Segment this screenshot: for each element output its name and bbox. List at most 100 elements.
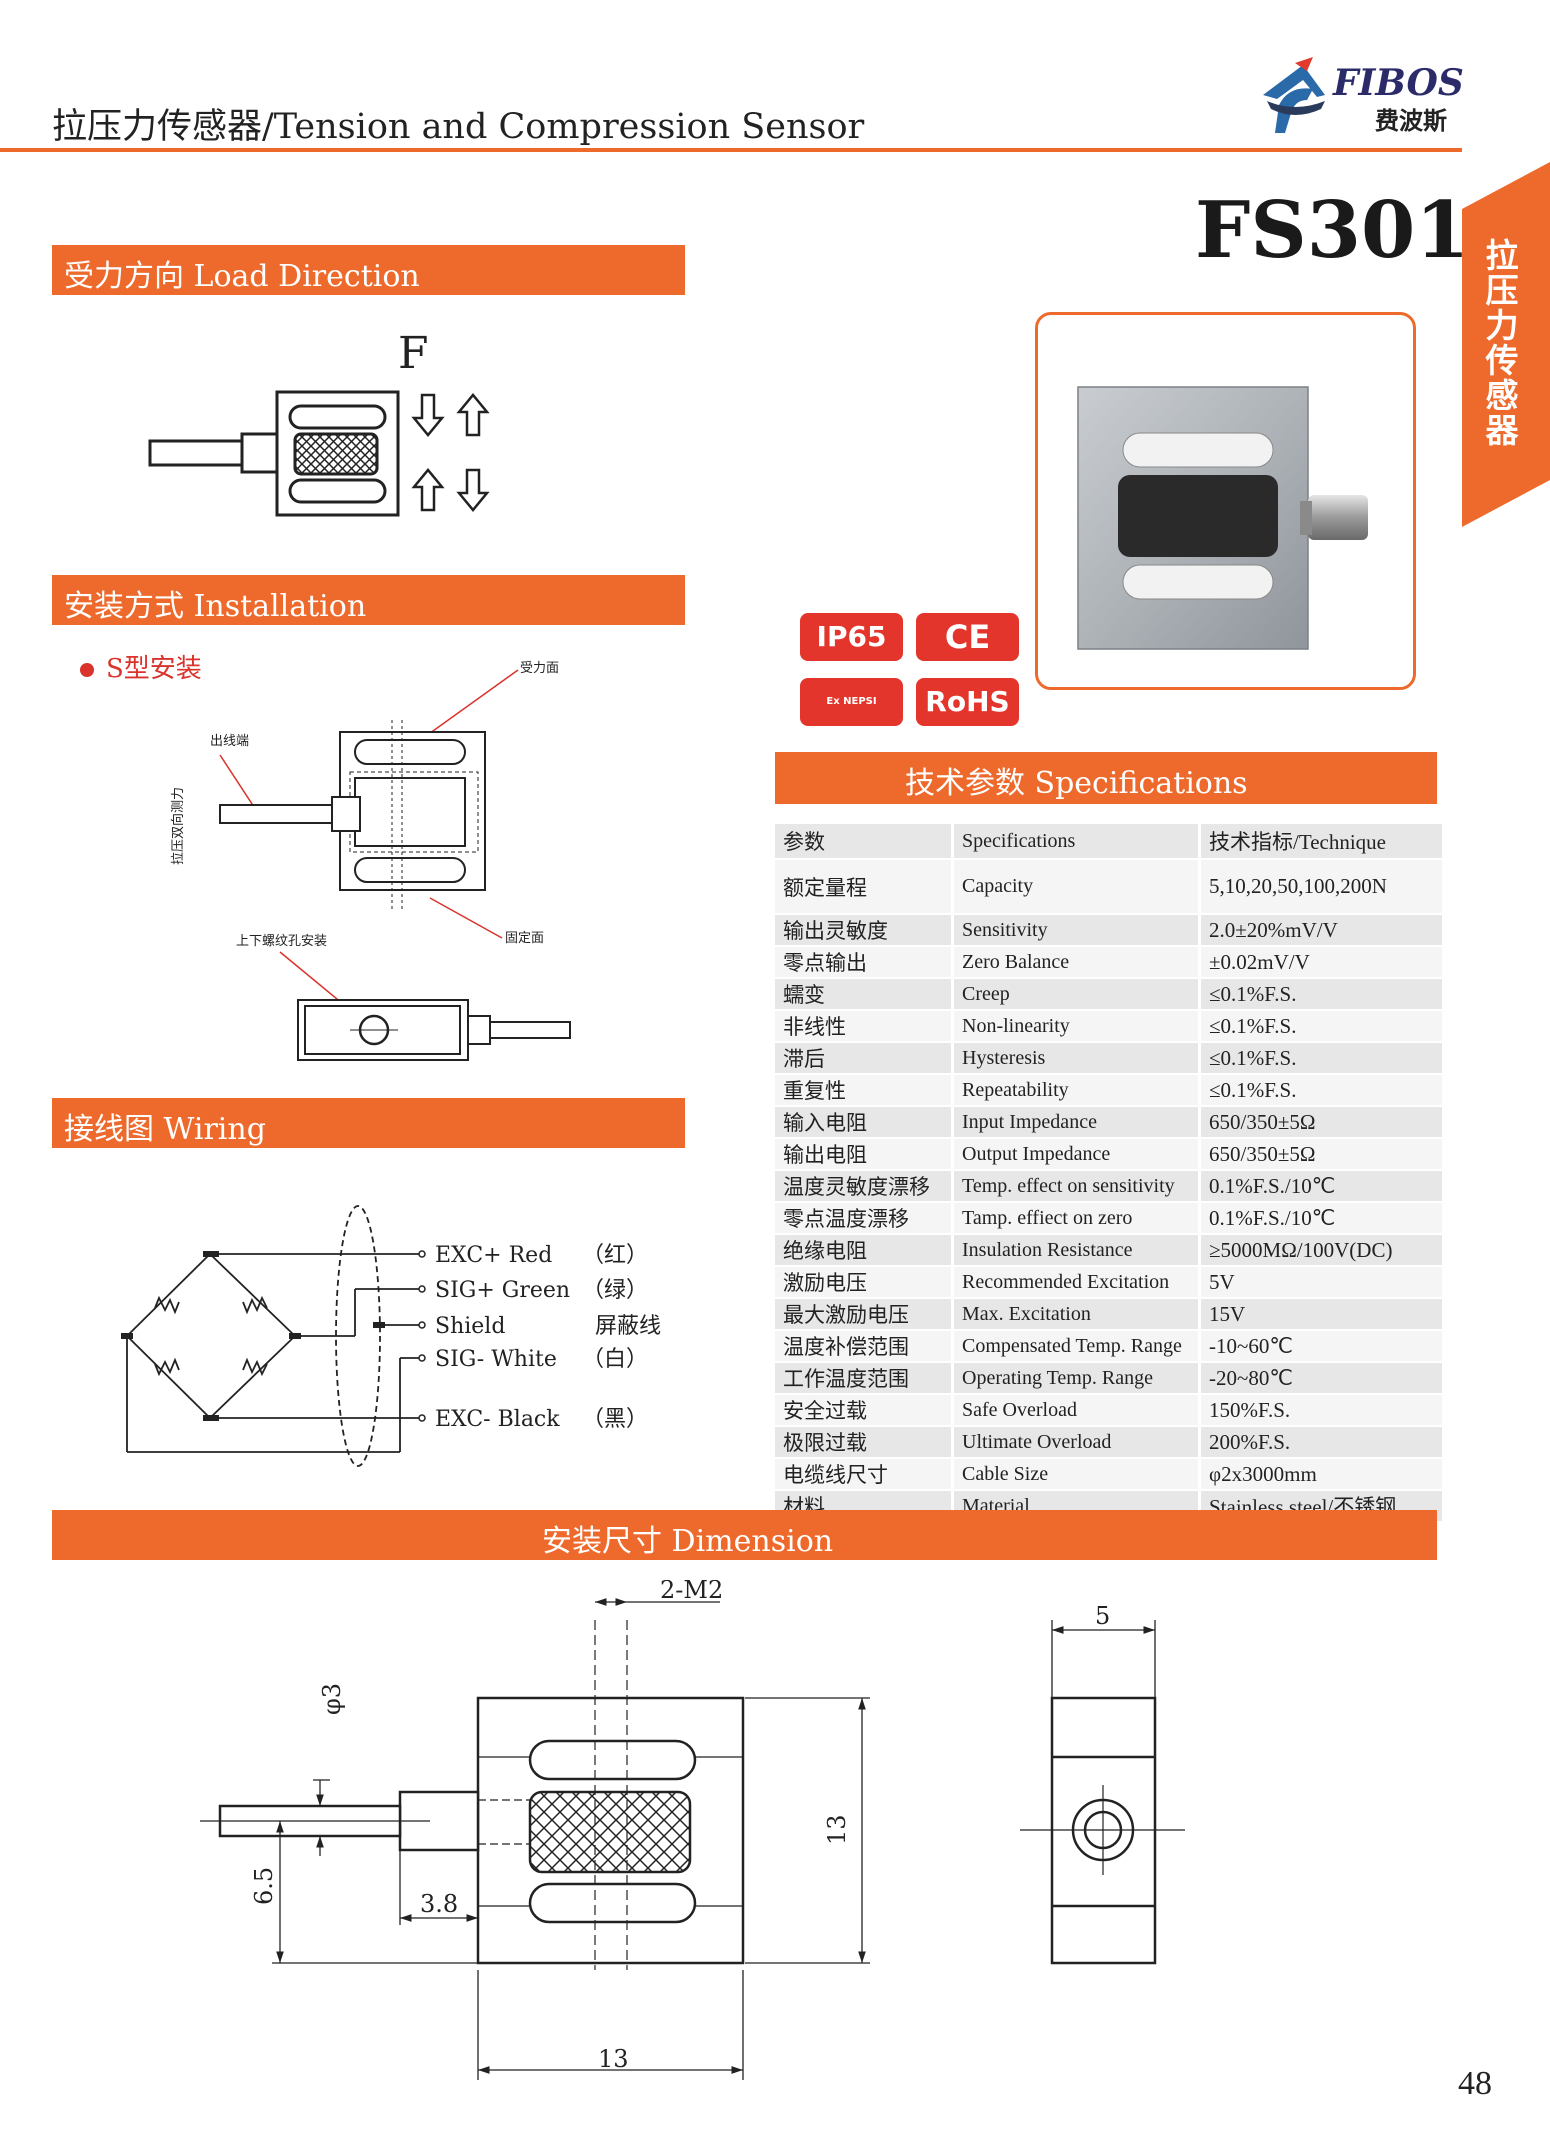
spec-name: Sensitivity — [952, 914, 1201, 947]
page-header-title: 拉压力传感器/Tension and Compression Sensor — [52, 107, 865, 147]
spec-value: 650/350±5Ω — [1199, 1138, 1445, 1171]
spec-value: 0.1%F.S./10℃ — [1199, 1202, 1445, 1235]
installation-type-label: S型安装 — [106, 654, 202, 684]
spec-name: Creep — [952, 978, 1201, 1011]
spec-header-param: 参数 — [775, 824, 954, 860]
dim-stub: 3.8 — [420, 1890, 458, 1918]
spec-name: Max. Excitation — [952, 1298, 1201, 1331]
spec-header-value: 技术指标/Technique — [1199, 824, 1445, 860]
spec-name: Repeatability — [952, 1074, 1201, 1107]
spec-name: Cable Size — [952, 1458, 1201, 1491]
spec-param: 零点温度漂移 — [775, 1202, 954, 1235]
spec-name: Hysteresis — [952, 1042, 1201, 1075]
section-load-direction: 受力方向 Load Direction — [52, 245, 685, 295]
spec-name: Temp. effect on sensitivity — [952, 1170, 1201, 1203]
spec-value: 650/350±5Ω — [1199, 1106, 1445, 1139]
dim-offset: 6.5 — [250, 1867, 278, 1905]
label-bidirectional: 拉压双向测力 — [170, 787, 186, 865]
dimension-drawing: 2-M2 φ3 6.5 3.8 13 13 5 — [200, 1576, 1200, 2080]
ce-label: CE — [944, 618, 991, 656]
spec-param: 非线性 — [775, 1010, 954, 1043]
installation-diagram: 受力面 出线端 拉压双向测力 固定面 上下螺纹孔安装 — [150, 660, 590, 1070]
section-dimension: 安装尺寸 Dimension — [52, 1510, 1437, 1560]
dim-thread: 2-M2 — [660, 1580, 723, 1604]
spec-value: φ2x3000mm — [1199, 1458, 1445, 1491]
spec-param: 温度灵敏度漂移 — [775, 1170, 954, 1203]
spec-value: 200%F.S. — [1199, 1426, 1445, 1459]
spec-value: 5V — [1199, 1266, 1445, 1299]
spec-name: Safe Overload — [952, 1394, 1201, 1427]
spec-param: 输入电阻 — [775, 1106, 954, 1139]
ip65-label: IP65 — [816, 620, 887, 653]
wire-exc-minus: EXC- Black（黑） — [435, 1407, 648, 1432]
spec-table: 参数 Specifications 技术指标/Technique 额定量程 Ca… — [775, 824, 1445, 1523]
spec-value: -20~80℃ — [1199, 1362, 1445, 1395]
spec-name: Operating Temp. Range — [952, 1362, 1201, 1395]
spec-param: 工作温度范围 — [775, 1362, 954, 1395]
spec-name: Recommended Excitation — [952, 1266, 1201, 1299]
dim-thickness: 5 — [1095, 1602, 1110, 1630]
section-specifications: 技术参数 Specifications — [775, 752, 1437, 804]
spec-param: 温度补偿范围 — [775, 1330, 954, 1363]
spec-header-english: Specifications — [952, 824, 1201, 860]
page-number: 48 — [1458, 2065, 1492, 2102]
force-label: F — [398, 328, 429, 379]
logo-wordmark: FIBOS — [1332, 62, 1464, 104]
spec-name: Output Impedance — [952, 1138, 1201, 1171]
spec-param: 最大激励电压 — [775, 1298, 954, 1331]
section-wiring-title: 接线图 Wiring — [64, 1112, 266, 1147]
spec-value: ≤0.1%F.S. — [1199, 978, 1445, 1011]
spec-value: 5,10,20,50,100,200N — [1199, 859, 1445, 915]
spec-value: 0.1%F.S./10℃ — [1199, 1170, 1445, 1203]
spec-name: Capacity — [952, 859, 1201, 915]
bullet-dot — [80, 663, 94, 677]
spec-value: ≤0.1%F.S. — [1199, 1042, 1445, 1075]
spec-param: 零点输出 — [775, 946, 954, 979]
spec-param: 安全过载 — [775, 1394, 954, 1427]
spec-name: Ultimate Overload — [952, 1426, 1201, 1459]
spec-name: Non-linearity — [952, 1010, 1201, 1043]
section-specifications-title: 技术参数 Specifications — [905, 766, 1248, 801]
section-installation-title: 安装方式 Installation — [64, 589, 367, 624]
wire-sig-minus: SIG- White（白） — [435, 1347, 648, 1372]
product-photo-frame — [1035, 312, 1416, 690]
logo-chinese: 费波斯 — [1375, 106, 1447, 135]
spec-param: 绝缘电阻 — [775, 1234, 954, 1267]
ex-nepsi-badge: Ex NEPSI — [800, 678, 903, 726]
spec-param: 输出电阻 — [775, 1138, 954, 1171]
ip65-badge: IP65 — [800, 613, 903, 661]
spec-param: 激励电压 — [775, 1266, 954, 1299]
label-force-face: 受力面 — [520, 661, 559, 676]
spec-param: 重复性 — [775, 1074, 954, 1107]
spec-param: 蠕变 — [775, 978, 954, 1011]
rohs-label: RoHS — [925, 685, 1010, 718]
spec-header-row: 参数 Specifications 技术指标/Technique — [775, 824, 1445, 860]
spec-table-wrapper: 参数 Specifications 技术指标/Technique 额定量程 Ca… — [775, 824, 1445, 1523]
header-divider — [0, 148, 1462, 152]
section-load-direction-title: 受力方向 Load Direction — [64, 259, 420, 294]
dim-diameter: φ3 — [318, 1683, 346, 1715]
spec-name: Tamp. effiect on zero — [952, 1202, 1201, 1235]
ce-badge: CE — [916, 613, 1019, 661]
model-number: FS301 — [1195, 185, 1470, 276]
section-installation: 安装方式 Installation — [52, 575, 685, 625]
rohs-badge: RoHS — [916, 678, 1019, 726]
section-dimension-title: 安装尺寸 Dimension — [542, 1524, 834, 1559]
label-thread-holes: 上下螺纹孔安装 — [236, 934, 327, 949]
wire-exc-plus: EXC+ Red（红） — [435, 1243, 648, 1268]
spec-param: 电缆线尺寸 — [775, 1458, 954, 1491]
label-fixed-face: 固定面 — [505, 931, 544, 946]
